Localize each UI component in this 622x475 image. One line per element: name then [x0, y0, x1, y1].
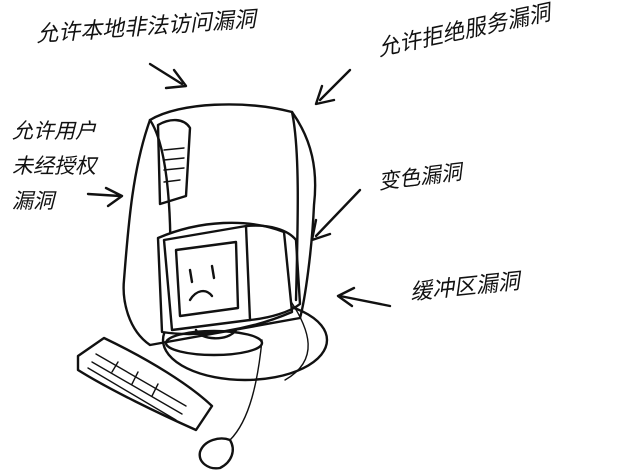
mouse-icon	[198, 339, 263, 470]
label-privilege-line1: 允许用户	[12, 119, 96, 143]
arrow-icon	[86, 62, 392, 308]
label-privilege: 允许用户 未经授权 漏洞	[12, 119, 96, 225]
label-privilege-line3: 漏洞	[12, 189, 54, 214]
sad-monitor-icon	[156, 221, 302, 357]
keyboard-icon	[76, 336, 214, 432]
label-privilege-line2: 未经授权	[12, 154, 96, 179]
